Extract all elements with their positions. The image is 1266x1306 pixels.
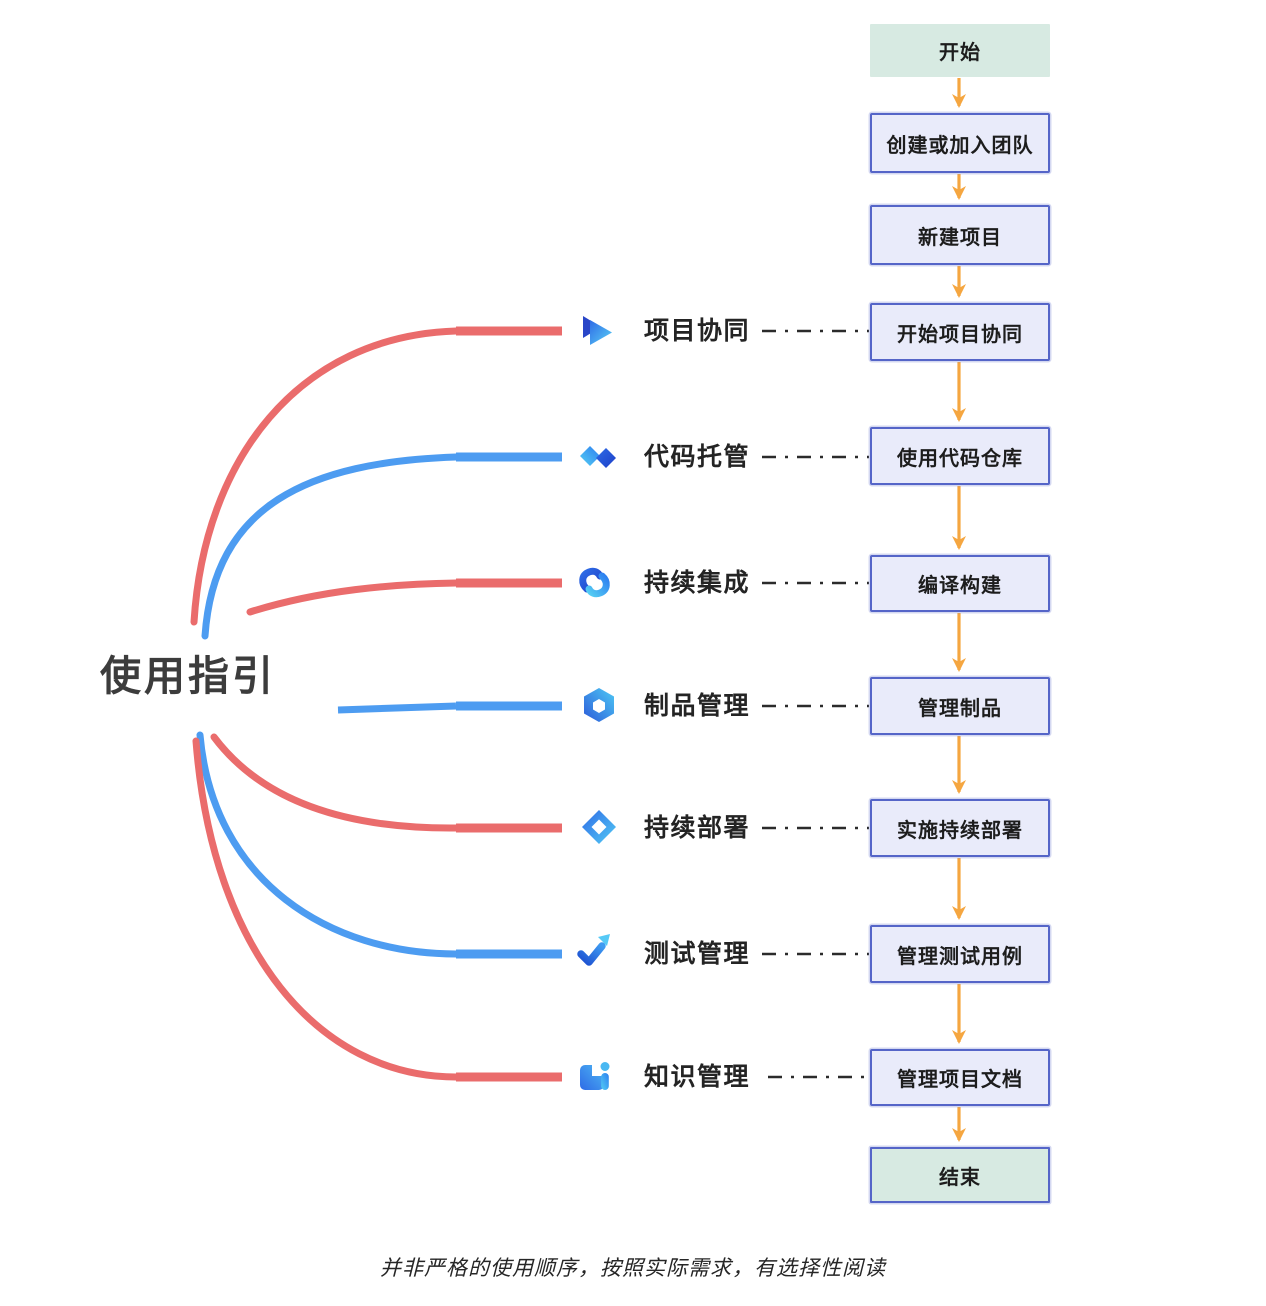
- knowledge-management-icon: [580, 1062, 610, 1090]
- flow-node-start: 开始: [870, 24, 1050, 77]
- footnote-text: 并非严格的使用顺序，按照实际需求，有选择性阅读: [380, 1257, 886, 1280]
- branch-label-code-hosting: 代码托管: [644, 443, 751, 471]
- branch-label-test: 测试管理: [644, 940, 751, 968]
- flow-node-use-code-repo: 使用代码仓库: [870, 427, 1050, 485]
- branch-label-project-collab: 项目协同: [644, 317, 751, 345]
- flow-node-manage-docs: 管理项目文档: [870, 1049, 1050, 1106]
- branch-label-artifact: 制品管理: [644, 692, 751, 720]
- project-collab-icon: [583, 316, 612, 345]
- branch-label-ci: 持续集成: [644, 569, 751, 597]
- flow-node-compile-build: 编译构建: [870, 555, 1050, 612]
- branch-curve-knowledge: [192, 737, 460, 1081]
- flow-node-start-collab: 开始项目协同: [870, 303, 1050, 361]
- branch-curve-test: [196, 731, 460, 958]
- root-topic-label: 使用指引: [100, 653, 276, 699]
- branch-label-knowledge: 知识管理: [644, 1063, 751, 1091]
- branch-label-cd: 持续部署: [644, 814, 751, 842]
- branch-curve-artifact: [337, 702, 457, 714]
- flow-node-manage-artifacts: 管理制品: [870, 677, 1050, 735]
- code-hosting-icon: [580, 446, 616, 468]
- branch-curve-ci: [246, 579, 460, 616]
- continuous-integration-icon: [579, 567, 610, 598]
- branch-curves: [190, 326, 562, 1082]
- branch-curve-code-hosting: [201, 453, 460, 640]
- flow-node-create-join-team: 创建或加入团队: [870, 113, 1050, 173]
- continuous-deployment-icon: [582, 810, 616, 844]
- artifact-management-icon: [584, 688, 614, 722]
- flow-node-new-project: 新建项目: [870, 205, 1050, 265]
- branch-curve-cd: [210, 733, 460, 832]
- label-node-connectors: [762, 329, 869, 1079]
- flow-node-manage-test-cases: 管理测试用例: [870, 925, 1050, 983]
- test-management-icon: [577, 934, 610, 966]
- branch-curve-project-collab: [190, 327, 460, 626]
- flow-node-implement-cd: 实施持续部署: [870, 799, 1050, 857]
- flow-node-end: 结束: [870, 1147, 1050, 1203]
